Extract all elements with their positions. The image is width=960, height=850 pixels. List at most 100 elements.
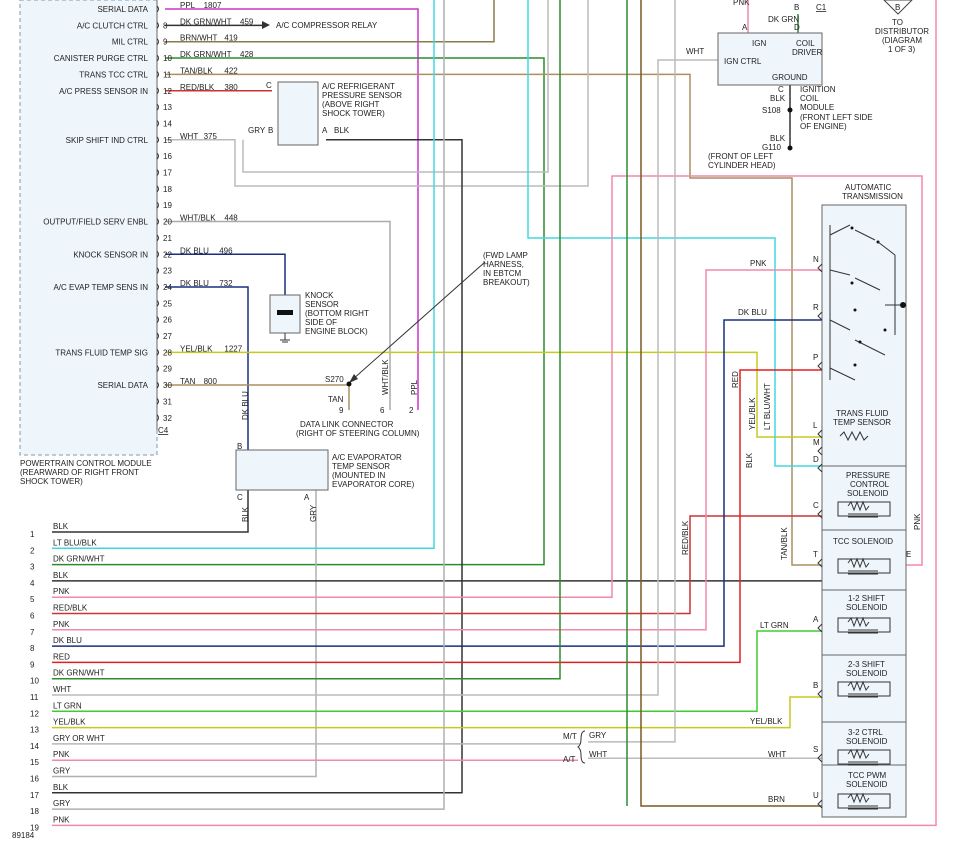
pcm-pin-row: 18 [156, 185, 172, 194]
knock-sensor: KNOCK SENSOR (BOTTOM RIGHT SIDE OF ENGIN… [269, 291, 369, 343]
wire-tft [165, 351, 822, 438]
svg-text:9: 9 [339, 406, 344, 415]
harness-wire-number: 17 [30, 791, 39, 800]
svg-text:IGN CTRL: IGN CTRL [724, 57, 762, 66]
svg-text:DK GRN: DK GRN [768, 15, 799, 24]
pcm-pin-number: 10 [163, 54, 172, 63]
wires-layer [52, 0, 937, 827]
pcm-pin-number: 32 [163, 414, 172, 423]
harness-wire-color: PNK [53, 750, 70, 759]
svg-text:B: B [237, 442, 242, 451]
pcm-pin-wire: RED/BLK [180, 83, 215, 92]
svg-text:HARNESS,: HARNESS, [483, 260, 524, 269]
wire-brn [640, 0, 822, 807]
pcm-pin-row: CANISTER PURGE CTRL 10 DK GRN/WHT 428 [54, 50, 254, 63]
harness-wire: 8DK BLU [30, 636, 82, 653]
harness-wire-number: 16 [30, 775, 39, 784]
pcm-name-line3: SHOCK TOWER) [20, 477, 83, 486]
pcm-pin-wire: DK GRN/WHT [180, 50, 232, 59]
svg-text:(MOUNTED IN: (MOUNTED IN [332, 471, 386, 480]
svg-text:C: C [237, 493, 243, 502]
svg-text:WHT/BLK: WHT/BLK [381, 359, 390, 395]
mt-at-selector: M/T A/T GRY WHT [563, 730, 607, 764]
solenoid-coil [837, 792, 891, 810]
pcm-pin-function: SKIP SHIFT IND CTRL [66, 136, 149, 145]
svg-text:GRY: GRY [309, 504, 318, 522]
svg-text:GROUND: GROUND [772, 73, 808, 82]
pcm-pin-number: 12 [163, 87, 172, 96]
svg-text:COIL: COIL [796, 39, 815, 48]
harness-wire-color: WHT [53, 685, 71, 694]
pcm-pin-function: CANISTER PURGE CTRL [54, 54, 149, 63]
svg-text:SOLENOID: SOLENOID [846, 669, 888, 678]
pcm-pin-row: 14 [156, 119, 172, 128]
trans-wire-labels: PNK DK BLU RED YEL/BLK LT BLU/WHT BLK RE… [681, 259, 922, 804]
harness-wire-color: PNK [53, 587, 70, 596]
svg-text:2-3 SHIFT: 2-3 SHIFT [848, 660, 885, 669]
harness-wire-color: DK BLU [53, 636, 82, 645]
evap-temp-sensor: A/C EVAPORATOR TEMP SENSOR (MOUNTED IN E… [235, 391, 415, 522]
pcm-pin-function: SERIAL DATA [97, 381, 148, 390]
pcm-pin-wire: DK BLU [180, 279, 209, 288]
pcm-pin-circuit: 375 [204, 132, 218, 141]
pcm-pin-number: 24 [163, 283, 172, 292]
trans-pin-letter: R [813, 303, 819, 312]
pcm-pin-circuit: 459 [240, 17, 254, 26]
svg-text:DK BLU: DK BLU [738, 308, 767, 317]
svg-text:TCC PWM: TCC PWM [848, 771, 887, 780]
harness-wire-number: 10 [30, 677, 39, 686]
pcm-pin-row: 27 [156, 332, 172, 341]
svg-text:RED/BLK: RED/BLK [681, 520, 690, 555]
fwd-lamp-note: (FWD LAMP HARNESS, IN EBTCM BREAKOUT) [349, 251, 530, 383]
svg-text:(FWD LAMP: (FWD LAMP [483, 251, 528, 260]
pcm-pin-circuit: 428 [240, 50, 254, 59]
pcm-pin-number: 28 [163, 348, 172, 357]
svg-text:SOLENOID: SOLENOID [847, 489, 889, 498]
data-link-connector: S270 TAN 9 6 2 DATA LINK CONNECTOR (RIGH… [296, 359, 420, 438]
harness-wire-number: 18 [30, 807, 39, 816]
pcm-pin-circuit: 496 [219, 246, 233, 255]
svg-text:(FRONT LEFT SIDE: (FRONT LEFT SIDE [800, 113, 873, 122]
pcm-pin-circuit: 732 [219, 279, 233, 288]
pcm-pin-number: 13 [163, 103, 172, 112]
harness-wire-number: 19 [30, 823, 39, 832]
svg-text:PRESSURE: PRESSURE [846, 471, 890, 480]
harness-wire-number: 4 [30, 579, 35, 588]
harness-wire-number: 13 [30, 726, 39, 735]
wire-mil [165, 0, 495, 43]
svg-text:SOLENOID: SOLENOID [846, 603, 888, 612]
trans-pin-letter: C [813, 501, 819, 510]
harness-wire-color: GRY [53, 799, 71, 808]
pcm-pin-wire: DK BLU [180, 246, 209, 255]
pcm-pin-wire: TAN/BLK [180, 66, 213, 75]
pcm-pin-circuit: 419 [224, 34, 238, 43]
harness-wire-color: YEL/BLK [53, 718, 86, 727]
svg-text:(RIGHT OF STEERING COLUMN): (RIGHT OF STEERING COLUMN) [296, 429, 420, 438]
svg-text:WHT: WHT [686, 47, 704, 56]
pcm-pin-number: 25 [163, 299, 172, 308]
wire-mt-gry [588, 0, 676, 743]
solenoid-coil [837, 557, 891, 575]
svg-text:DRIVER: DRIVER [792, 48, 822, 57]
harness-wire-number: 9 [30, 660, 35, 669]
pcm-pin-number: 19 [163, 201, 172, 210]
pcm-pin-function: KNOCK SENSOR IN [73, 250, 148, 259]
svg-text:EVAPORATOR CORE): EVAPORATOR CORE) [332, 480, 415, 489]
svg-text:CONTROL: CONTROL [850, 480, 890, 489]
harness-wire: 18 GRY [30, 799, 71, 816]
harness-wire-number: 1 [30, 530, 35, 539]
svg-text:TAN: TAN [328, 395, 344, 404]
trans-pin-letter: E [906, 550, 911, 559]
